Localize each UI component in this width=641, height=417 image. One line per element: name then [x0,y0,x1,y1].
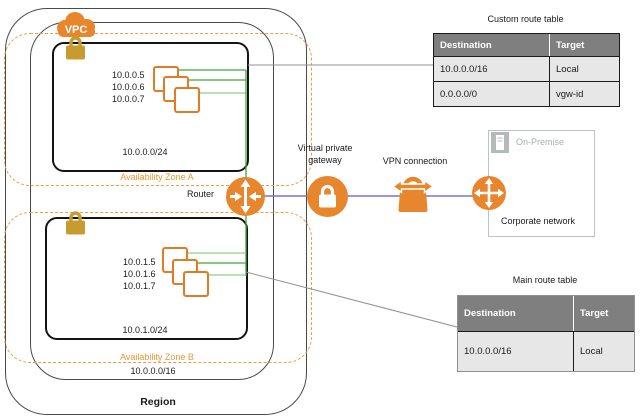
on-premise-badge: On-Premise [516,137,565,147]
column-header: Destination [458,296,573,331]
subnet-b-ip-list: 10.0.1.5 10.0.1.6 10.0.1.7 [123,256,156,292]
instance-icon [183,271,209,297]
route-cell: 0.0.0.0/0 [434,81,549,106]
route-cell: 10.0.0.0/16 [434,56,549,81]
server-icon [491,132,509,153]
virtual-private-gateway-icon [307,176,348,217]
route-cell: 10.0.0.0/16 [458,331,573,371]
route-cell: vgw-id [549,81,619,106]
instance-ip: 10.0.1.6 [123,269,156,279]
instance-ip: 10.0.0.7 [112,94,145,104]
custom-route-table-title: Custom route table [487,14,564,24]
instance-ip: 10.0.0.5 [112,70,145,80]
vpc-box [30,22,274,380]
subnet-a-ip-list: 10.0.0.5 10.0.0.6 10.0.0.7 [112,69,145,105]
subnet-a-box [52,42,249,172]
route-cell: Local [573,331,634,371]
column-header: Destination [434,34,549,56]
column-header: Target [573,296,634,331]
vpc-cloud-icon: VPC [57,12,95,37]
main-route-table: Destination Target 10.0.0.0/16 Local [457,295,635,372]
on-premise-box [488,130,595,237]
custom-route-table: Destination Target 10.0.0.0/16 Local 0.0… [433,33,620,107]
corporate-network-router-icon [472,176,506,210]
availability-zone-a-label: Availability Zone A [120,172,194,182]
vpn-connection-icon [391,176,435,212]
instance-ip: 10.0.0.6 [112,82,145,92]
region-box [5,8,307,415]
router-icon [226,177,265,216]
instance-icon [174,87,200,113]
column-header: Target [549,34,619,56]
corporate-network-label: Corporate network [500,216,576,226]
virtual-private-gateway-label: Virtual private gateway [297,143,353,165]
availability-zone-a-box [4,33,312,186]
vpc-cidr-label: 10.0.0.0/16 [130,366,176,376]
main-route-table-title: Main route table [512,275,578,285]
route-cell: Local [549,56,619,81]
vpn-connection-label: VPN connection [382,156,448,166]
subnet-a-lock-icon [66,36,85,60]
subnet-b-lock-icon [66,211,85,235]
availability-zone-b-label: Availability Zone B [120,352,194,362]
vpc-badge-label: VPC [65,24,88,36]
router-label: Router [186,189,214,199]
subnet-b-box [45,217,248,340]
instance-ip: 10.0.1.5 [123,257,156,267]
subnet-b-cidr-label: 10.0.1.0/24 [122,325,168,335]
region-label: Region [140,396,176,408]
subnet-a-cidr-label: 10.0.0.0/24 [122,147,168,157]
instance-ip: 10.0.1.7 [123,281,156,291]
